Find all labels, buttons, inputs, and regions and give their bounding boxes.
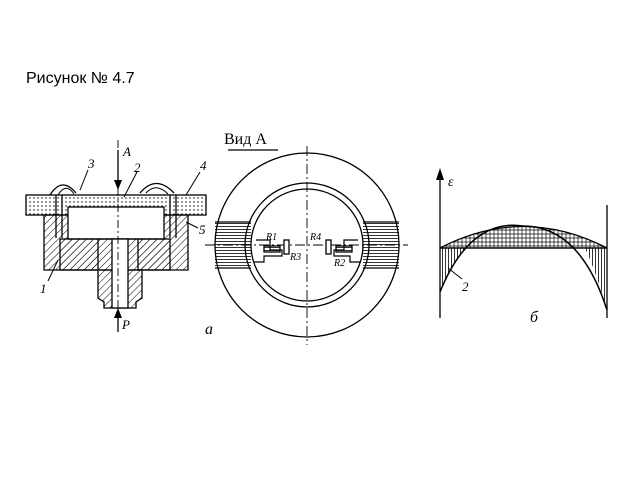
curve-2-label: 2 xyxy=(462,279,469,294)
callouts: 2 3 4 5 1 xyxy=(40,156,207,296)
pressure-label: P xyxy=(121,317,130,332)
view-a-label: Вид А xyxy=(224,131,267,148)
membrane-cavity xyxy=(67,206,165,240)
gauge-r1 xyxy=(254,239,283,263)
strain-plot xyxy=(436,168,608,318)
resistor-labels: R1 R3 R4 R2 xyxy=(265,232,345,269)
label-r3: R3 xyxy=(289,252,301,263)
callout-4: 4 xyxy=(200,158,207,173)
callout-5: 5 xyxy=(199,222,206,237)
view-a-drawing xyxy=(205,146,408,345)
callout-1: 1 xyxy=(40,281,47,296)
gauge-r2 xyxy=(333,239,360,263)
figure-caption: Рисунок № 4.7 xyxy=(26,70,135,87)
sensor-section-view xyxy=(25,140,207,330)
arrow-a-label: A xyxy=(122,144,131,159)
strain-curve-2 xyxy=(439,224,608,311)
lug-left xyxy=(49,184,77,196)
section-arrow: A xyxy=(114,144,131,190)
plot-sublabel: б xyxy=(530,309,539,326)
callout-3: 3 xyxy=(87,156,95,171)
axis-epsilon-label: ε xyxy=(448,175,454,190)
strain-curve-1 xyxy=(439,225,608,249)
label-r2: R2 xyxy=(333,258,345,269)
label-r4: R4 xyxy=(309,232,321,243)
pressure-arrow: P xyxy=(114,308,130,332)
pressure-bore xyxy=(111,238,129,309)
gauge-r3 xyxy=(283,239,290,255)
lug-right xyxy=(139,182,175,194)
gauge-r4 xyxy=(325,239,332,255)
view-a-sublabel: а xyxy=(205,321,213,338)
label-r1: R1 xyxy=(265,232,277,243)
callout-2: 2 xyxy=(134,160,141,175)
